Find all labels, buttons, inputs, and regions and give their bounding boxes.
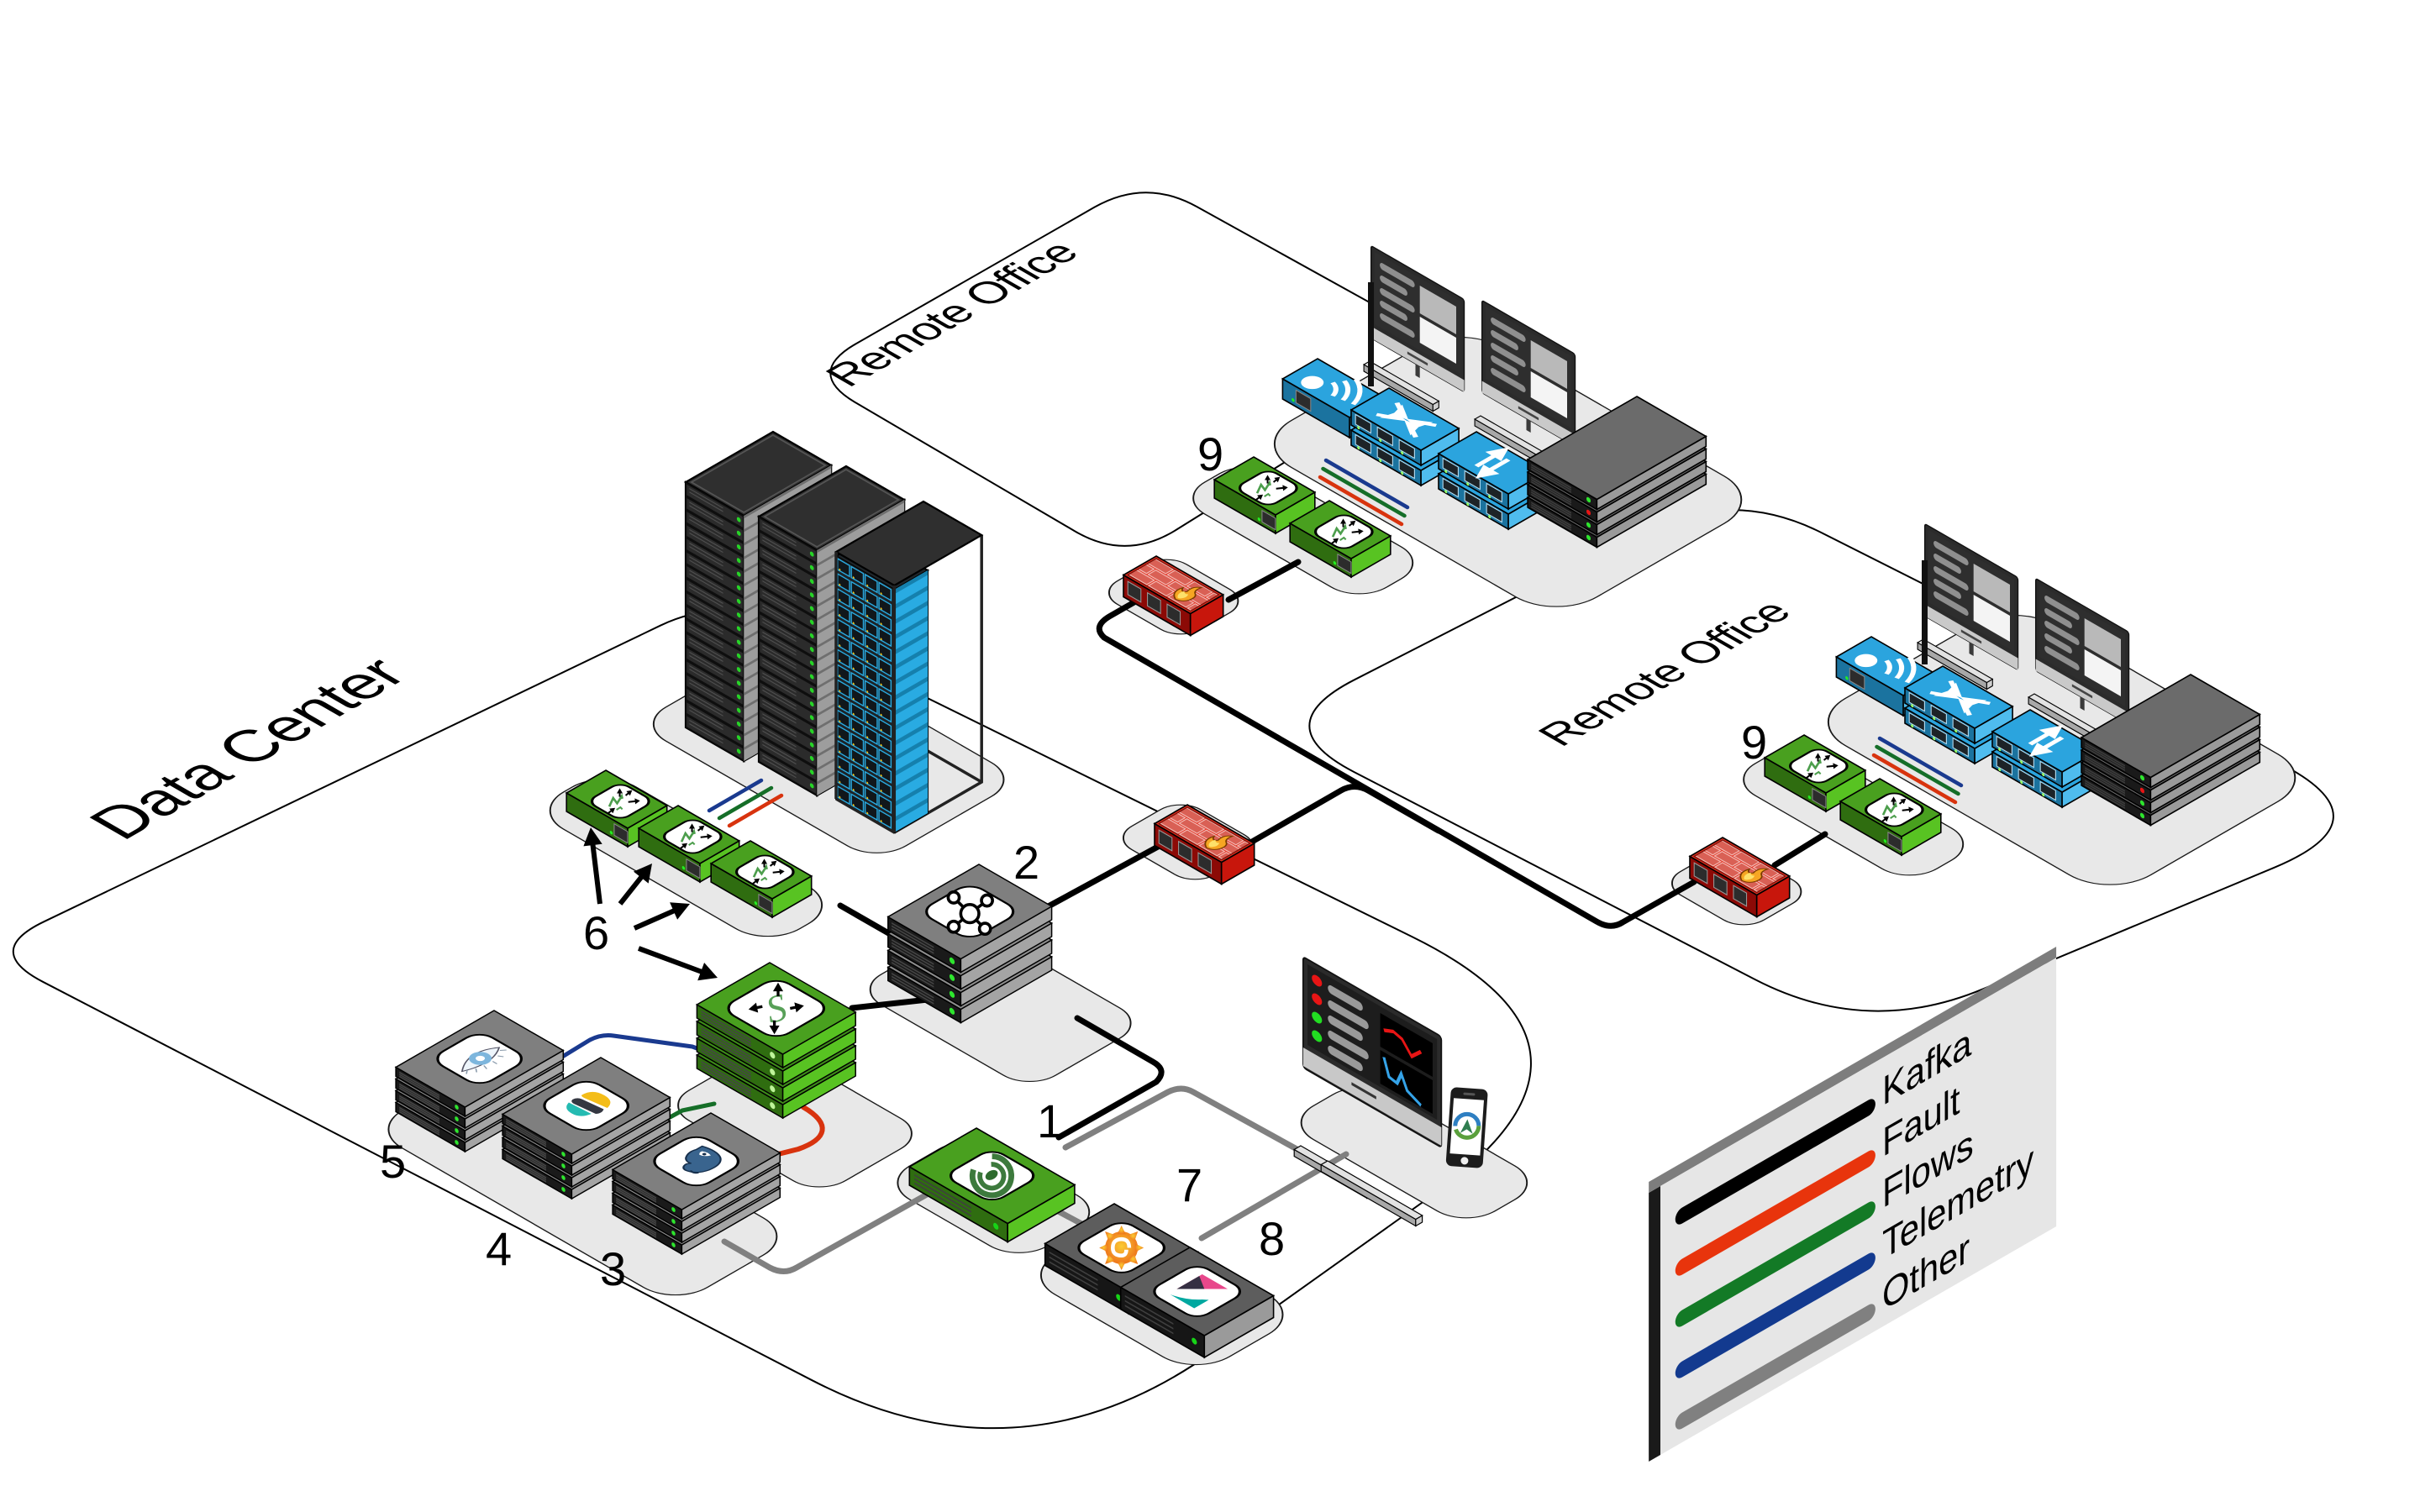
svg-text:9: 9 [1741,716,1767,769]
svg-text:9: 9 [1197,428,1223,480]
svg-text:3: 3 [600,1242,626,1295]
svg-text:8: 8 [1259,1212,1285,1265]
svg-text:6: 6 [583,906,609,959]
svg-text:2: 2 [1013,836,1039,889]
svg-text:5: 5 [380,1135,406,1188]
svg-text:1: 1 [1037,1095,1063,1147]
svg-text:4: 4 [486,1222,512,1275]
svg-text:7: 7 [1176,1158,1202,1211]
